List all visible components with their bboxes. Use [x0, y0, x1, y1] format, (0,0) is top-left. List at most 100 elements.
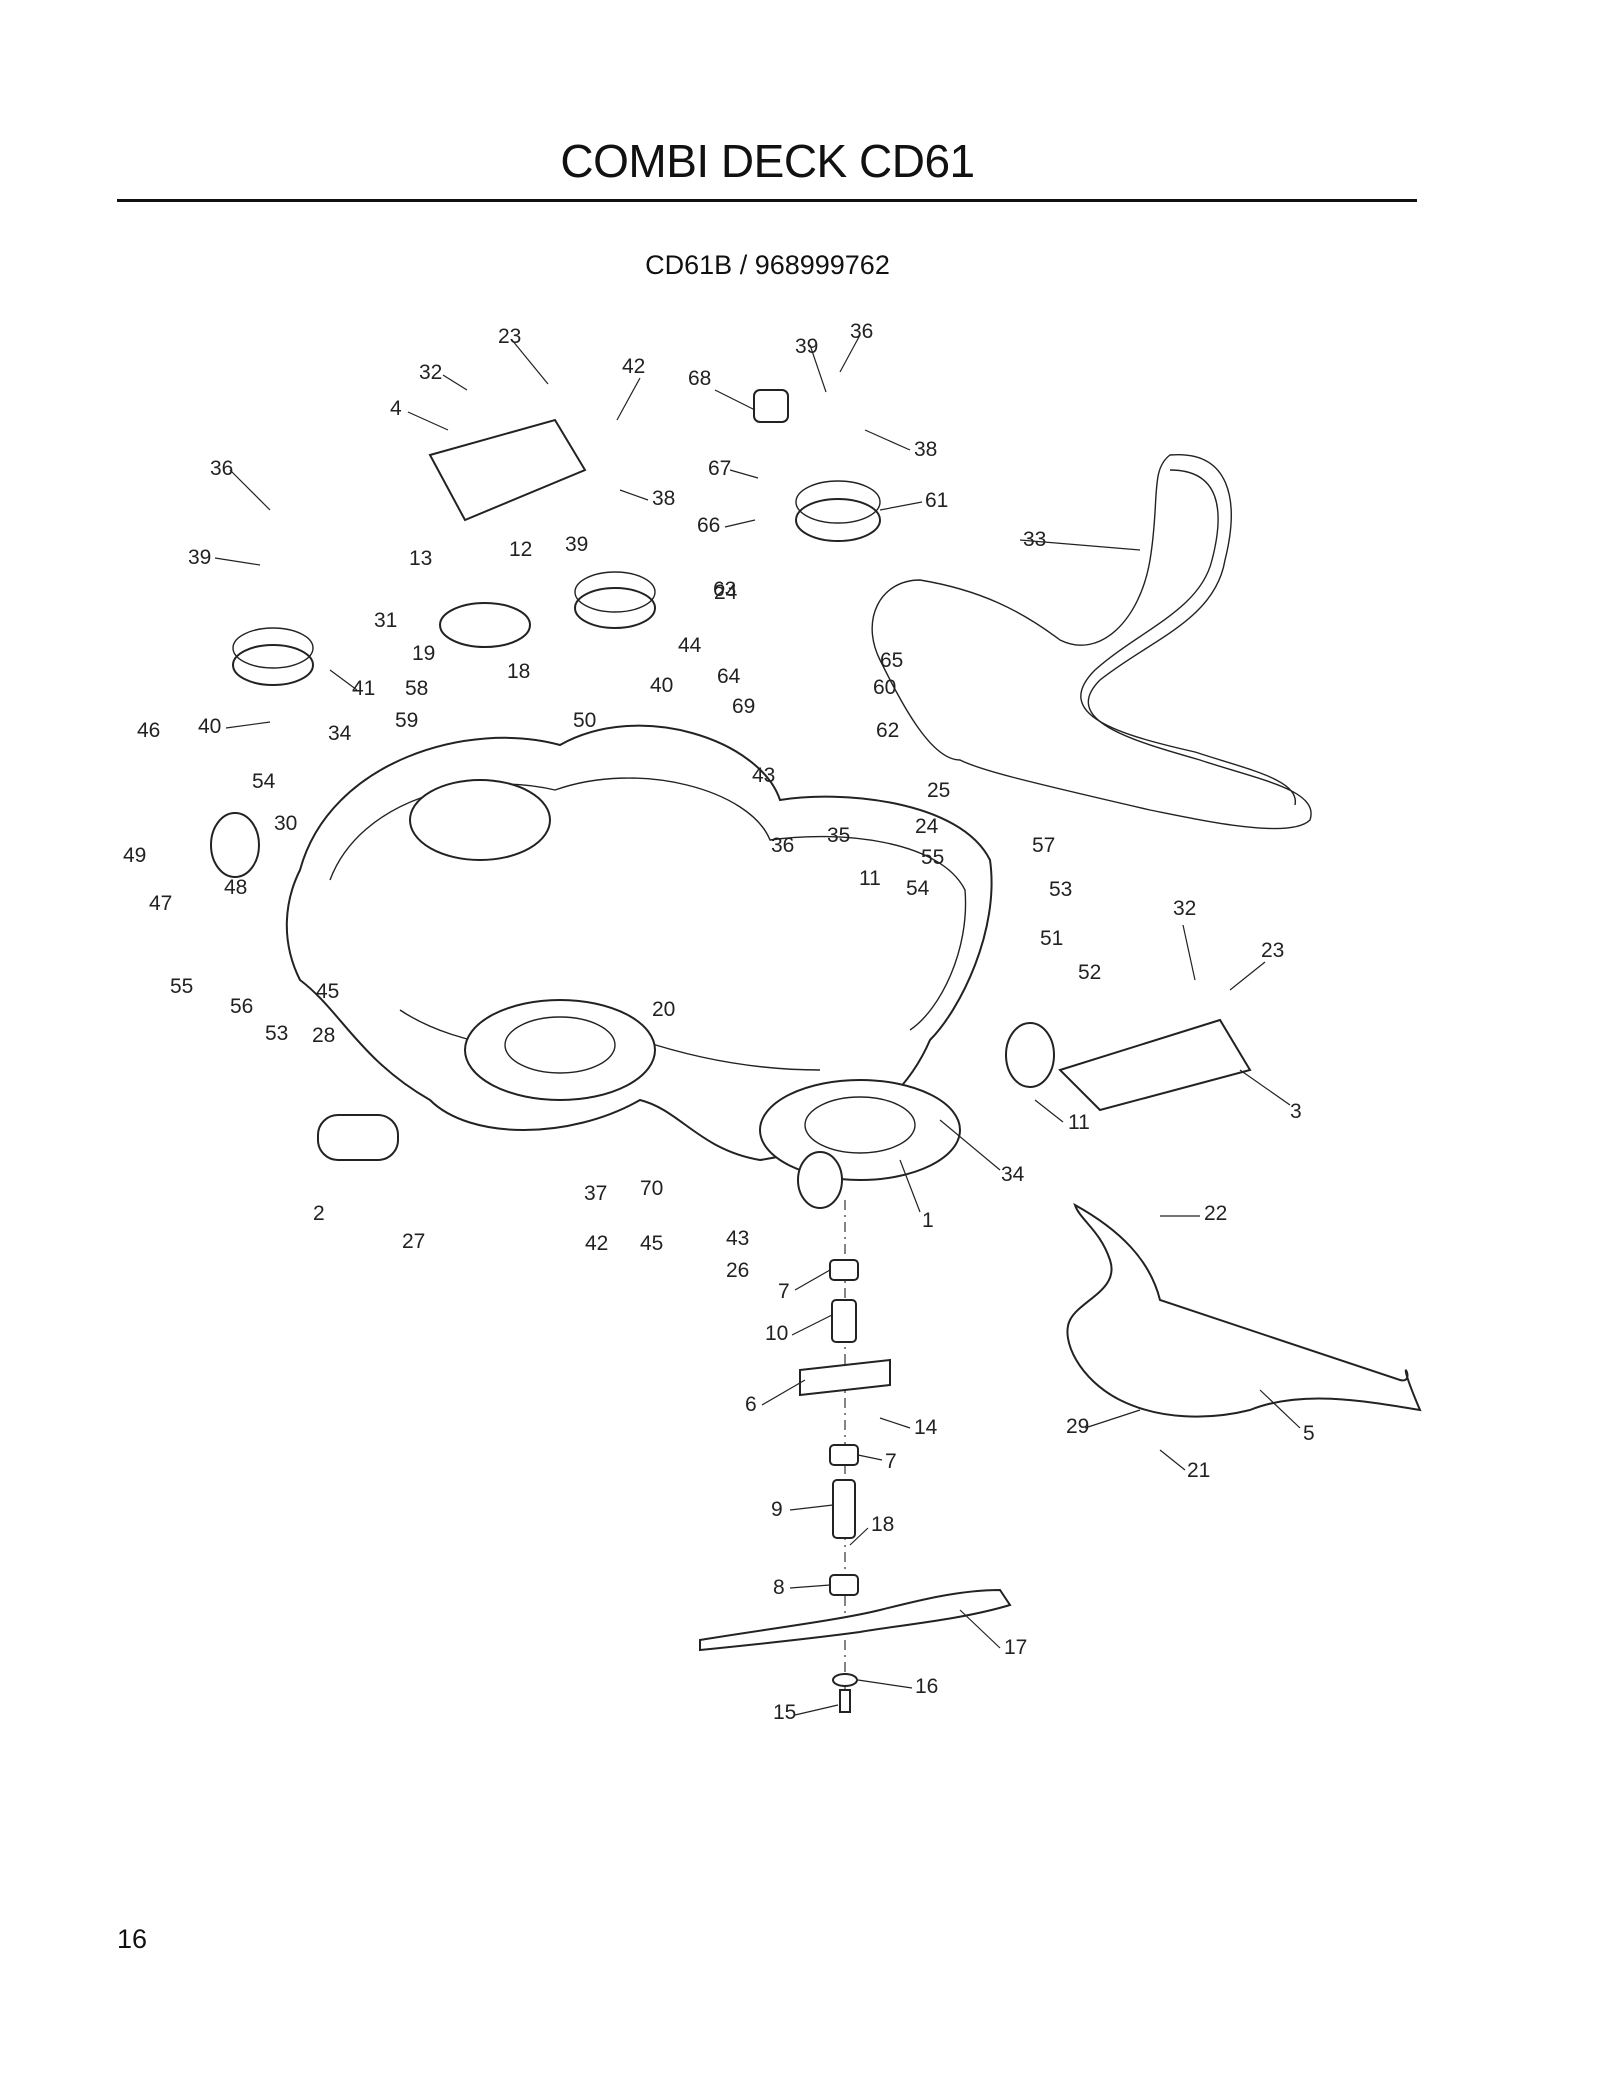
- callout-26: 26: [726, 1259, 749, 1282]
- callout-41: 41: [352, 677, 375, 700]
- callout-7b: 7: [885, 1450, 897, 1473]
- callout-54b: 54: [906, 877, 930, 900]
- callout-36a: 36: [210, 457, 233, 480]
- callout-18a: 18: [507, 660, 530, 683]
- mower-deck-shell: [285, 724, 993, 1181]
- callout-40a: 40: [198, 715, 221, 738]
- callout-12: 12: [509, 538, 532, 561]
- callout-58: 58: [405, 677, 428, 700]
- callout-45a: 45: [316, 980, 339, 1003]
- callout-42a: 42: [622, 355, 645, 378]
- callout-57: 57: [1032, 834, 1055, 857]
- blade-pulley-covers: [428, 418, 1252, 1112]
- callout-27: 27: [402, 1230, 425, 1253]
- callout-19: 19: [412, 642, 435, 665]
- leader-lines: [214, 334, 1301, 1716]
- callout-33: 33: [1023, 528, 1046, 551]
- callout-23a: 23: [498, 325, 521, 348]
- callout-45b: 45: [640, 1232, 663, 1255]
- callout-69: 69: [732, 695, 755, 718]
- callout-53b: 53: [1049, 878, 1072, 901]
- callout-67: 67: [708, 457, 731, 480]
- callout-40b: 40: [650, 674, 673, 697]
- callout-43a: 43: [752, 764, 775, 787]
- callout-34b: 34: [1001, 1163, 1025, 1186]
- callout-50: 50: [573, 709, 596, 732]
- page-title: COMBI DECK CD61: [560, 135, 975, 187]
- callout-8: 8: [773, 1576, 785, 1599]
- callout-15: 15: [773, 1701, 796, 1724]
- callout-66: 66: [697, 514, 720, 537]
- callout-38b: 38: [914, 438, 937, 461]
- idler-pulleys: [232, 389, 881, 686]
- model-subtitle: CD61B / 968999762: [645, 250, 890, 280]
- callout-49: 49: [123, 844, 146, 867]
- callout-10: 10: [765, 1322, 788, 1345]
- callout-7a: 7: [778, 1280, 790, 1303]
- callout-47: 47: [149, 892, 172, 915]
- callout-35: 35: [827, 824, 850, 847]
- callout-54a: 54: [252, 770, 276, 793]
- callout-39c: 39: [795, 335, 818, 358]
- callout-17: 17: [1004, 1636, 1027, 1659]
- callout-31: 31: [374, 609, 397, 632]
- callout-13: 13: [409, 547, 432, 570]
- callout-3: 3: [1290, 1100, 1302, 1123]
- callout-2: 2: [313, 1202, 325, 1225]
- callout-36c: 36: [771, 834, 794, 857]
- callout-30: 30: [274, 812, 297, 835]
- callout-53a: 53: [265, 1022, 288, 1045]
- callout-24b: 24: [915, 815, 939, 838]
- callout-6: 6: [745, 1393, 757, 1416]
- mulch-plug: [1066, 1202, 1422, 1418]
- callout-37: 37: [584, 1182, 607, 1205]
- callout-61: 61: [925, 489, 948, 512]
- callout-43b: 43: [726, 1227, 749, 1250]
- blade-spindle-stack: [699, 1200, 1012, 1713]
- title-rule: [117, 199, 1417, 202]
- callout-39b: 39: [565, 533, 588, 556]
- callout-36b: 36: [850, 320, 873, 343]
- callout-46: 46: [137, 719, 160, 742]
- callout-38a: 38: [652, 487, 675, 510]
- callout-labels: 1 2 3 4 5 6 7 7 8 9 10 11 11 12 13 14 15…: [123, 320, 1315, 1724]
- callout-9: 9: [771, 1498, 783, 1521]
- callout-55b: 55: [921, 846, 944, 869]
- callout-11b: 11: [1068, 1111, 1090, 1134]
- callout-60: 60: [873, 676, 896, 699]
- callout-22: 22: [1204, 1202, 1227, 1225]
- callout-62: 62: [876, 719, 899, 742]
- callout-16: 16: [915, 1675, 938, 1698]
- callout-25: 25: [927, 779, 950, 802]
- callout-34a: 34: [328, 722, 352, 745]
- gauge-wheels: [210, 812, 1055, 1209]
- callout-1: 1: [922, 1209, 934, 1232]
- callout-28: 28: [312, 1024, 335, 1047]
- callout-11a: 11: [859, 867, 881, 890]
- callout-39a: 39: [188, 546, 211, 569]
- callout-56: 56: [230, 995, 253, 1018]
- callout-48: 48: [224, 876, 247, 899]
- drive-belt: [871, 454, 1312, 830]
- callout-59: 59: [395, 709, 418, 732]
- callout-24a: 24: [714, 581, 738, 604]
- callout-20: 20: [652, 998, 675, 1021]
- callout-52: 52: [1078, 961, 1101, 984]
- callout-29: 29: [1066, 1415, 1089, 1438]
- callout-63: 63: [713, 578, 736, 601]
- callout-18b: 18: [871, 1513, 894, 1536]
- callout-68: 68: [688, 367, 711, 390]
- page-number: 16: [117, 1924, 148, 1954]
- callout-55a: 55: [170, 975, 193, 998]
- callout-32a: 32: [419, 361, 442, 384]
- callout-5: 5: [1303, 1422, 1315, 1445]
- callout-32b: 32: [1173, 897, 1196, 920]
- callout-70: 70: [640, 1177, 663, 1200]
- callout-4: 4: [390, 397, 402, 420]
- callout-14: 14: [914, 1416, 938, 1439]
- callout-64: 64: [717, 665, 741, 688]
- callout-65: 65: [880, 649, 903, 672]
- callout-51: 51: [1040, 927, 1063, 950]
- callout-21: 21: [1187, 1459, 1210, 1482]
